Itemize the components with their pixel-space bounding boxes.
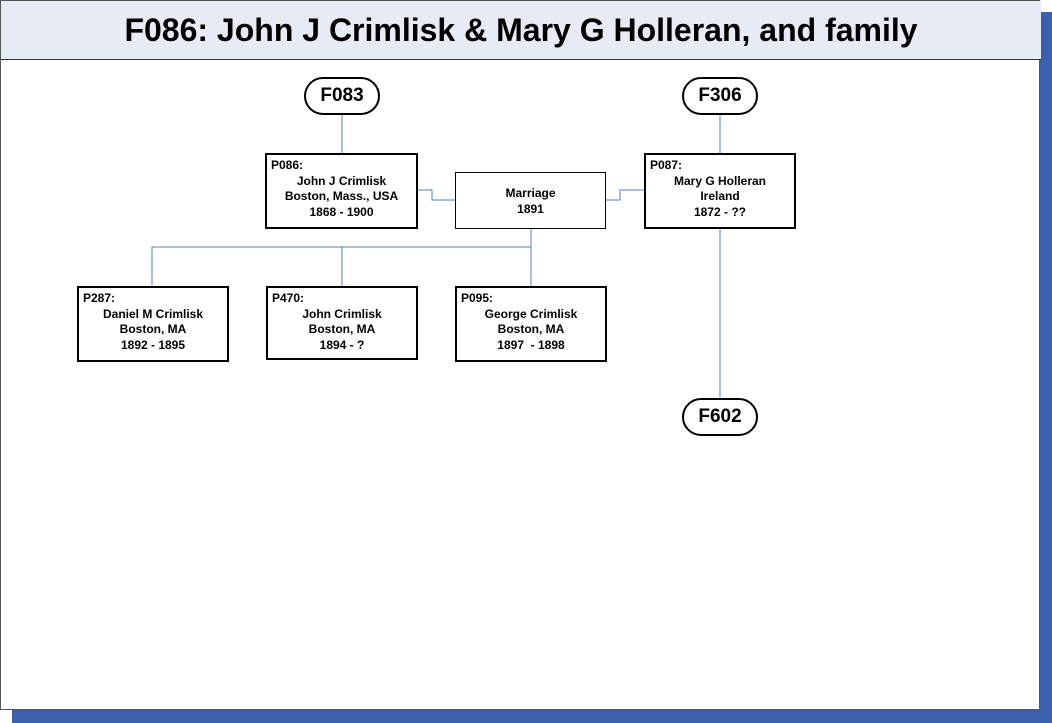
person-id: P287:: [83, 291, 116, 305]
family-id: F306: [698, 85, 742, 106]
family-id: F083: [320, 85, 364, 106]
person-dates: 1868 - 1900: [309, 204, 374, 219]
person-box-child-p095[interactable]: P095: George Crimlisk Boston, MA 1897 - …: [455, 286, 607, 362]
person-name: Mary G Holleran: [673, 173, 767, 188]
person-id: P095:: [461, 291, 494, 305]
person-box-child-p470[interactable]: P470: John Crimlisk Boston, MA 1894 - ?: [266, 286, 418, 360]
person-dates: 1892 - 1895: [120, 337, 186, 352]
person-dates: 1872 - ??: [693, 204, 747, 219]
person-box-mother[interactable]: P087: Mary G Holleran Ireland 1872 - ??: [644, 153, 796, 229]
person-box-child-p287[interactable]: P287: Daniel M Crimlisk Boston, MA 1892 …: [77, 286, 229, 362]
connector-mother-marriage: [605, 189, 645, 201]
marriage-label: Marriage: [505, 185, 556, 200]
person-name: John Crimlisk: [302, 306, 382, 321]
page-title: F086: John J Crimlisk & Mary G Holleran,…: [124, 11, 918, 48]
person-place: Boston, MA: [119, 322, 187, 336]
person-id: P086:: [271, 158, 304, 172]
person-place: Boston, MA: [308, 322, 376, 336]
person-place: Boston, MA: [497, 322, 565, 336]
connector-lines: [151, 115, 721, 399]
marriage-year: 1891: [517, 201, 544, 216]
person-name: John J Crimlisk: [296, 173, 387, 188]
marriage-box[interactable]: Marriage 1891: [455, 172, 606, 229]
person-id: P470:: [272, 291, 305, 305]
family-node-f602[interactable]: F602: [682, 398, 758, 436]
person-place: Ireland: [700, 189, 740, 203]
person-dates: 1897 - 1898: [497, 337, 565, 352]
family-node-f306[interactable]: F306: [682, 77, 758, 115]
person-box-father[interactable]: P086: John J Crimlisk Boston, Mass., USA…: [265, 153, 418, 229]
connector-father-marriage: [417, 189, 456, 201]
person-place: Boston, Mass., USA: [284, 189, 399, 203]
person-id: P087:: [650, 158, 683, 172]
person-name: George Crimlisk: [484, 306, 578, 321]
family-node-f083[interactable]: F083: [304, 77, 380, 115]
diagram-page: F086: John J Crimlisk & Mary G Holleran,…: [0, 0, 1041, 710]
title-bar: F086: John J Crimlisk & Mary G Holleran,…: [1, 1, 1041, 60]
person-name: Daniel M Crimlisk: [102, 306, 204, 321]
family-id: F602: [698, 406, 742, 427]
person-dates: 1894 - ?: [319, 337, 365, 352]
